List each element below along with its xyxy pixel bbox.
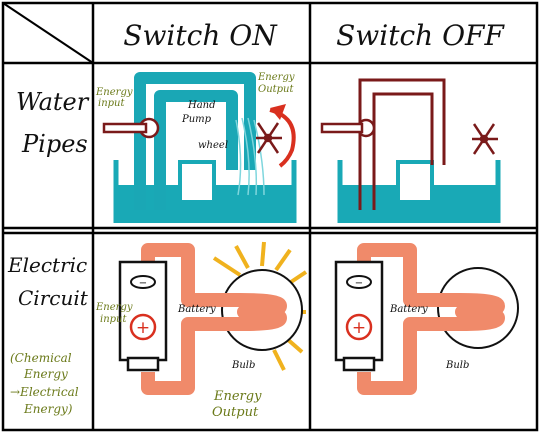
water-energy-input-1: Energy: [95, 87, 133, 98]
circuit-wire-on: [141, 243, 287, 395]
battery-plus-sign-on: +: [136, 318, 150, 338]
water-wheel-off: [472, 123, 498, 155]
svg-text:(Chemical: (Chemical: [10, 351, 72, 365]
bulb-label-off: Bulb: [445, 360, 469, 371]
electric-off-panel: − + Battery Bulb: [334, 243, 519, 395]
electric-energy-output-2: Output: [212, 405, 259, 420]
row-label-electric-2: Circuit: [18, 286, 89, 310]
water-energy-output-2: Output: [258, 84, 294, 95]
electric-energy-input-2: input: [100, 314, 127, 325]
pump-handle-on: [102, 122, 148, 134]
battery-label-off: Battery: [389, 304, 428, 315]
water-wheel-on: [256, 122, 282, 154]
battery-label-on: Battery: [177, 304, 216, 315]
row-label-water-1: Water: [16, 88, 90, 116]
water-energy-output-1: Energy: [257, 72, 295, 83]
svg-text:→Electrical: →Electrical: [10, 385, 79, 399]
pump-handle-off: [320, 122, 364, 134]
wheel-label: wheel: [198, 140, 228, 151]
battery-minus-off: [346, 275, 372, 289]
row-label-water-2: Pipes: [21, 130, 88, 158]
water-off-pipe: [358, 78, 446, 210]
electric-energy-input-1: Energy: [95, 302, 133, 313]
electric-on-panel: − + Energy input Energy Output Battery B…: [95, 241, 308, 420]
pump-label: Pump: [181, 114, 212, 125]
battery-minus-sign-off: −: [355, 278, 363, 289]
battery-plus-sign-off: +: [352, 318, 366, 338]
chemical-energy-note: (Chemical Energy →Electrical Energy): [10, 351, 79, 416]
water-energy-input-2: input: [98, 98, 125, 109]
header-switch-on: Switch ON: [123, 19, 278, 52]
row-label-electric-1: Electric: [7, 253, 87, 277]
energy-output-arrow: [269, 108, 296, 168]
electric-energy-output-1: Energy: [213, 389, 262, 404]
battery-plus-off: [345, 313, 373, 341]
battery-minus-sign-on: −: [139, 278, 147, 289]
battery-minus-on: [130, 275, 156, 289]
hand-label: Hand: [187, 100, 216, 111]
circuit-wire-off: [357, 243, 505, 395]
svg-text:Energy: Energy: [23, 367, 68, 381]
bulb-label-on: Bulb: [231, 360, 255, 371]
header-switch-off: Switch OFF: [336, 19, 505, 52]
light-rays: [212, 241, 308, 371]
svg-text:Energy): Energy): [23, 402, 73, 416]
water-on-panel: Energy input Energy Output Hand Pump whe…: [95, 72, 297, 223]
water-off-panel: [320, 78, 501, 223]
battery-plus-on: [129, 313, 157, 341]
